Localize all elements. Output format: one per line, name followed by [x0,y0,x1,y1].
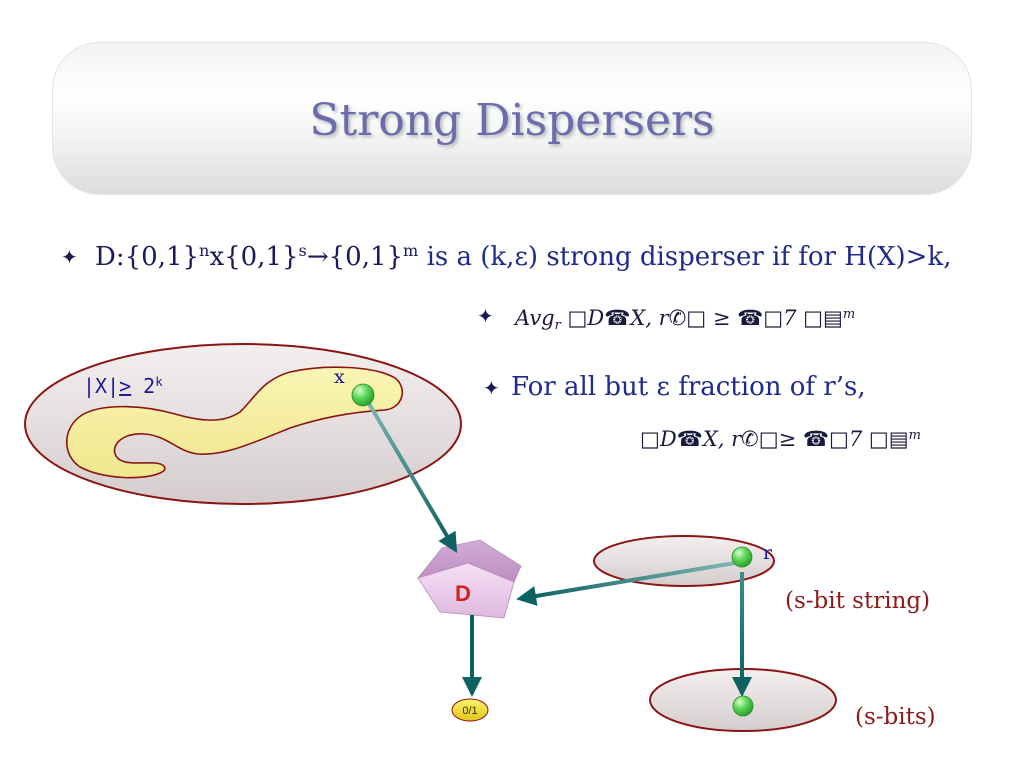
average-condition-exponent: m [842,306,856,322]
definition-statement: is a (k,ε) strong disperser if for H(X)>… [418,242,952,272]
pointwise-condition-expression: □D☎X, r✆□≥ ☎□7 □▤ [640,427,909,451]
seed-set-ellipse [593,535,775,587]
seed-bits-point-dot [732,695,754,717]
disperser-front-face [417,562,515,619]
set-size-label: |X|>2k [83,374,163,398]
set-size-lhs: |X| [83,374,120,398]
average-condition-expression: □D☎X, r✆□ ≥ ☎□7 □▤ [560,306,843,330]
title-banner: Strong Dispersers [52,42,972,195]
avg-subscript: r [554,317,561,333]
arrow-r-to-disperser [516,561,736,606]
definition-s-exponent: s [298,241,307,261]
definition-domain: D:{0,1} [95,242,200,272]
definition-m-exponent: m [403,241,419,261]
definition-range: →{0,1} [306,242,404,272]
avg-operator: Avg [515,306,555,330]
disperser-box: D [416,539,522,619]
seed-bits-caption: (s-bits) [855,704,936,730]
fraction-bullet: For all but ε fraction of r’s, [511,372,866,402]
slide-title: Strong Dispersers [309,95,715,146]
arrow-x-to-disperser [366,400,458,554]
pointwise-condition-exponent: m [908,427,921,443]
source-point-label: x [334,366,345,388]
output-bit: 0/1 [451,698,489,722]
definition-bullet: D:{0,1}nx{0,1}s→{0,1}m is a (k,ε) strong… [95,241,952,272]
set-size-rhs: 2 [143,374,156,398]
star-bullet-icon: ✦ [477,304,494,328]
source-point-x-dot [351,383,375,407]
definition-seed-domain: x{0,1} [209,242,299,272]
seed-point-label: r [763,542,773,564]
set-size-exponent: k [155,374,163,390]
output-bit-oval [451,698,489,722]
disperser-label: D [455,581,471,606]
seed-point-r-dot [731,546,753,568]
star-bullet-icon: ✦ [483,376,500,400]
star-bullet-icon: ✦ [61,245,78,269]
support-set-x-blob [66,366,404,479]
pointwise-condition-formula: □D☎X, r✆□≥ ☎□7 □▤m [640,429,921,450]
seed-caption: (s-bit string) [785,588,931,614]
set-size-relation: > [119,374,132,398]
average-condition-formula: Avgr □D☎X, r✆□ ≥ ☎□7 □▤m [515,306,856,332]
output-bit-label: 0/1 [462,705,477,717]
definition-n-exponent: n [199,241,210,261]
